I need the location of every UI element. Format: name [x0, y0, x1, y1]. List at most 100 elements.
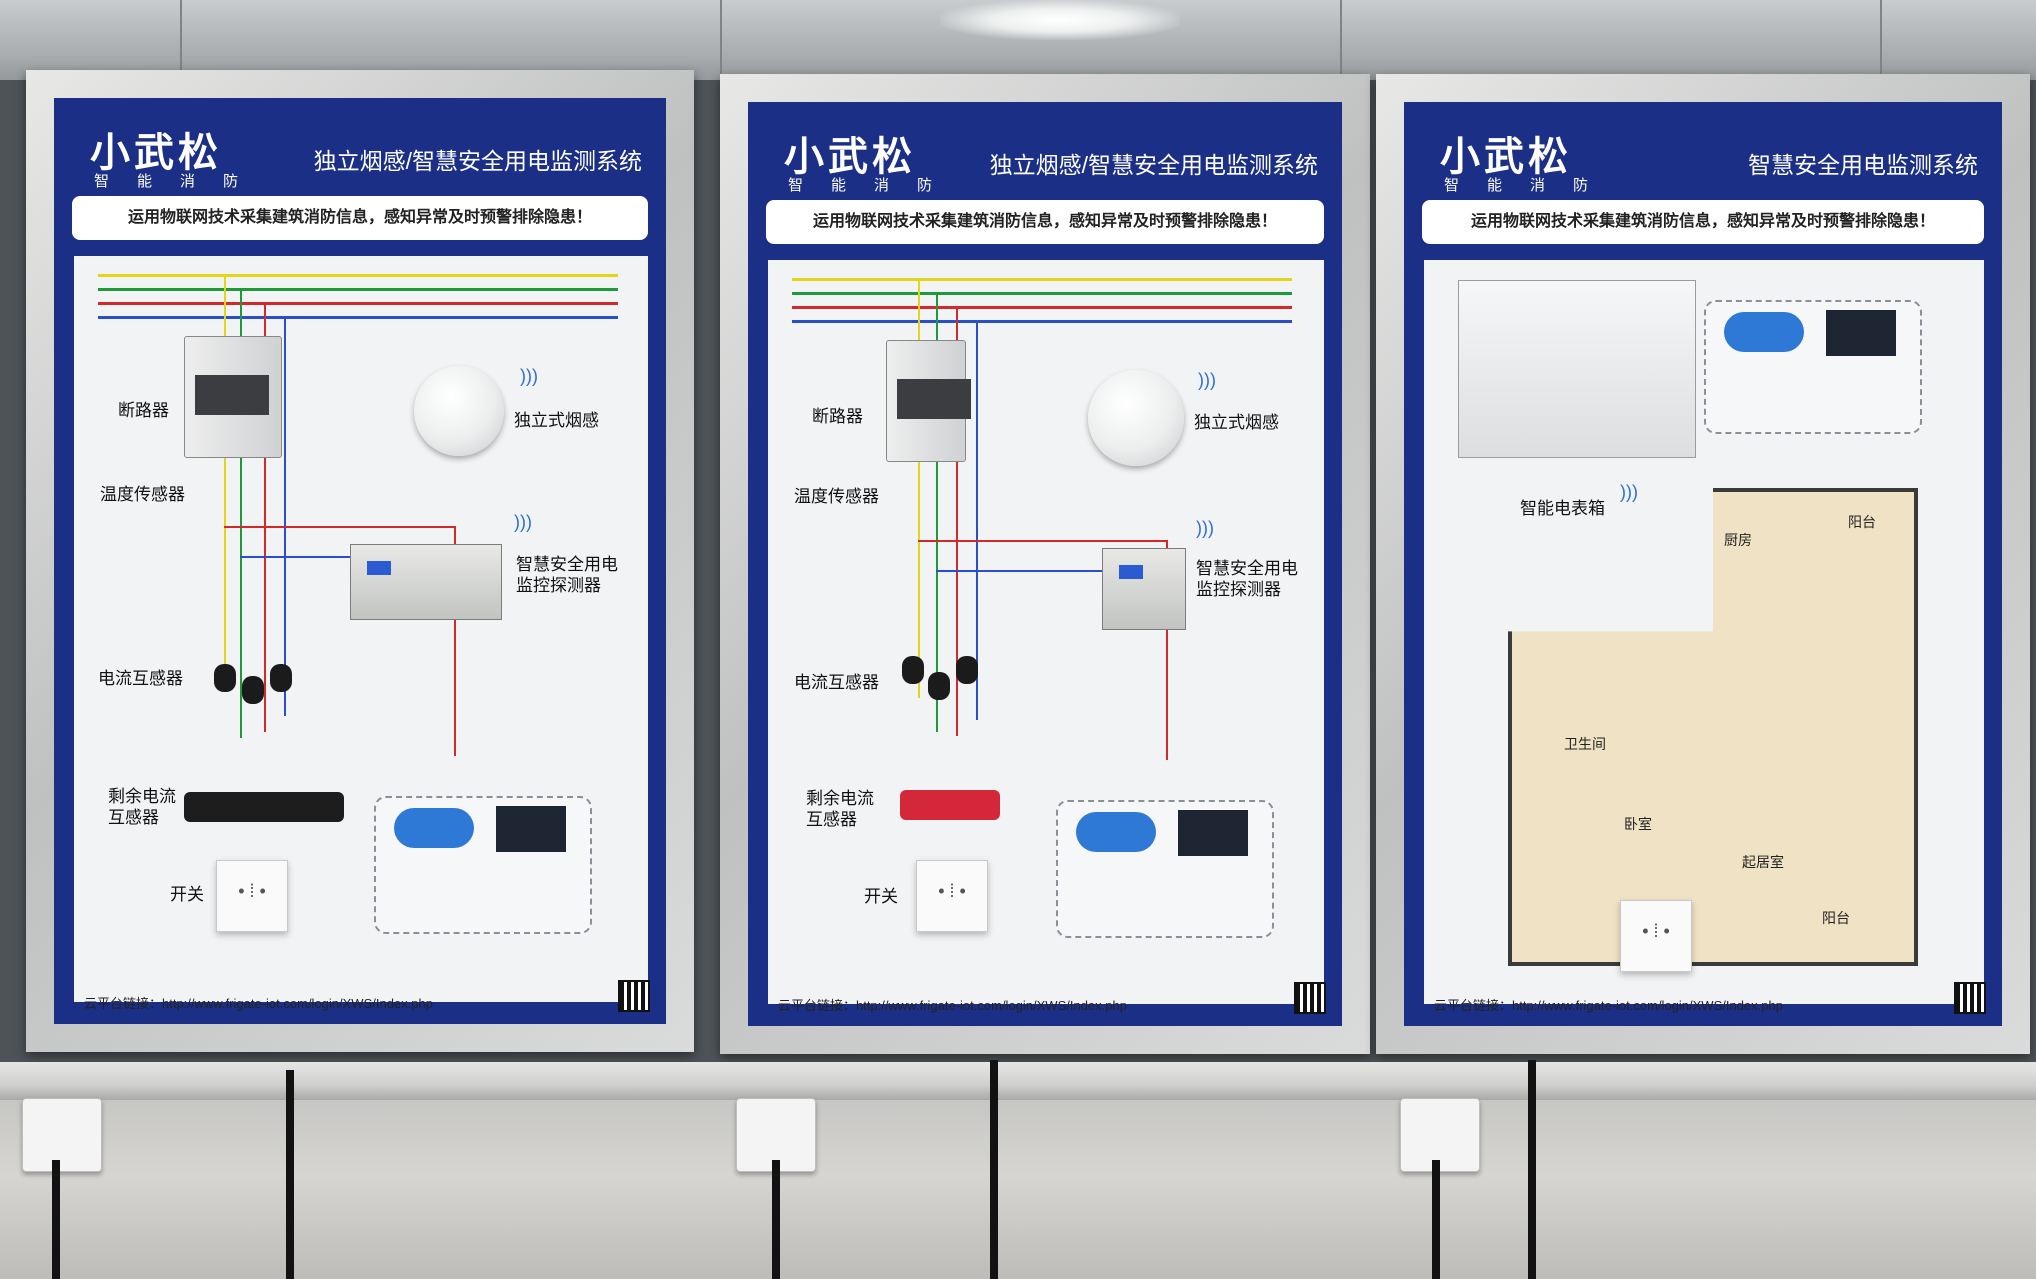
signal-wire	[936, 570, 1166, 572]
diagram-panel: 断路器 温度传感器 ))) 独立式烟感 ))) 智慧安全用电 监控探测器 电流互…	[768, 260, 1324, 1004]
blue-wire	[98, 316, 618, 319]
label-ct: 电流互感器	[794, 673, 879, 692]
green-wire	[792, 292, 1292, 295]
dashboard-thumbnail	[1826, 310, 1896, 356]
label-smoke: 独立式烟感	[1194, 413, 1279, 432]
room-label-bedroom: 卧室	[1624, 816, 1652, 832]
wall-switch	[916, 860, 988, 932]
current-transformer	[270, 664, 292, 692]
red-wire	[98, 302, 618, 305]
wireless-signal-icon: )))	[1198, 370, 1216, 390]
wireless-signal-icon: )))	[1620, 482, 1638, 502]
display-frame-3: 小武松 智能消防 智慧安全用电监测系统 运用物联网技术采集建筑消防信息，感知异常…	[1376, 74, 2030, 1054]
apartment-floor-plan	[1508, 488, 1918, 966]
diagram-panel: 断路器 温度传感器 ))) 独立式烟感 ))) 智慧安全用电 监控探测器 电流互…	[74, 256, 648, 1002]
current-transformer	[956, 656, 978, 684]
brand-subtitle: 智能消防	[1444, 177, 1617, 194]
dashboard-thumbnail	[496, 806, 566, 852]
residual-current-transformer	[900, 790, 1000, 820]
red-drop	[264, 302, 266, 732]
detector-screen	[367, 561, 391, 575]
brand-logo: 小武松	[1440, 133, 1572, 180]
wall-switch	[216, 860, 288, 932]
cloud-url: 云平台链接：http://www.frigate-iot.com/login/X…	[1434, 998, 1783, 1013]
circuit-breaker	[184, 336, 282, 458]
power-cable	[1528, 1060, 1536, 1279]
power-plug	[22, 1098, 102, 1172]
signal-drop	[1166, 540, 1168, 760]
qr-code	[1294, 982, 1326, 1014]
safety-monitor-detector	[1102, 548, 1186, 630]
room-label-bathroom: 卫生间	[1564, 736, 1606, 752]
smart-meter-box	[1458, 280, 1696, 458]
yellow-wire	[98, 274, 618, 277]
cloud-url: 云平台链接：http://www.frigate-iot.com/login/X…	[778, 998, 1127, 1013]
power-plug	[736, 1098, 816, 1172]
brand-logo: 小武松	[90, 129, 222, 176]
red-drop	[956, 306, 958, 736]
room-label-balcony: 阳台	[1822, 910, 1850, 926]
slogan-banner: 运用物联网技术采集建筑消防信息，感知异常及时预警排除隐患！	[1422, 200, 1984, 244]
label-switch: 开关	[864, 887, 898, 906]
current-transformer	[214, 664, 236, 692]
current-transformer	[902, 656, 924, 684]
display-frame-1: 小武松 智能消防 独立烟感/智慧安全用电监测系统 运用物联网技术采集建筑消防信息…	[26, 70, 694, 1052]
power-cable	[286, 1070, 294, 1279]
blue-drop	[976, 320, 978, 720]
label-detector: 智慧安全用电 监控探测器	[1196, 559, 1298, 599]
brand-subtitle: 智能消防	[788, 177, 961, 194]
green-wire	[98, 288, 618, 291]
slogan-banner: 运用物联网技术采集建筑消防信息，感知异常及时预警排除隐患！	[72, 196, 648, 240]
blue-drop	[284, 316, 286, 716]
cloud-platform-diagram	[374, 796, 592, 934]
slogan-banner: 运用物联网技术采集建筑消防信息，感知异常及时预警排除隐患！	[766, 200, 1324, 244]
safety-monitor-detector	[350, 544, 502, 620]
green-drop	[936, 292, 938, 732]
board-title: 独立烟感/智慧安全用电监测系统	[989, 152, 1318, 178]
cloud-platform-diagram	[1056, 800, 1274, 938]
ceiling-grid-line	[1340, 0, 1342, 80]
label-meter-box: 智能电表箱	[1520, 499, 1605, 518]
board-title: 独立烟感/智慧安全用电监测系统	[313, 148, 642, 174]
label-temp-sensor: 温度传感器	[794, 487, 879, 506]
qr-code	[618, 980, 650, 1012]
yellow-drop	[224, 274, 226, 684]
wireless-signal-icon: )))	[514, 512, 532, 532]
signal-wire	[224, 526, 454, 528]
qr-code	[1954, 982, 1986, 1014]
label-switch: 开关	[170, 885, 204, 904]
detector-screen	[1119, 565, 1143, 579]
dashboard-thumbnail	[1178, 810, 1248, 856]
room-label-balcony: 阳台	[1848, 514, 1876, 530]
brand-logo: 小武松	[784, 133, 916, 180]
label-smoke: 独立式烟感	[514, 411, 599, 430]
signal-wire	[240, 556, 440, 558]
cloud-platform-diagram	[1704, 300, 1922, 434]
yellow-drop	[918, 278, 920, 698]
circuit-breaker	[886, 340, 971, 462]
label-detector: 智慧安全用电 监控探测器	[516, 555, 618, 595]
label-rct: 剩余电流 互感器	[108, 787, 176, 827]
label-rct: 剩余电流 互感器	[806, 789, 874, 829]
cloud-icon	[1076, 812, 1156, 852]
smoke-detector	[414, 366, 504, 456]
display-board: 小武松 智能消防 独立烟感/智慧安全用电监测系统 运用物联网技术采集建筑消防信息…	[54, 98, 666, 1024]
smoke-detector	[1088, 370, 1184, 466]
red-wire	[792, 306, 1292, 309]
power-plug	[1400, 1098, 1480, 1172]
green-drop	[240, 288, 242, 738]
yellow-wire	[792, 278, 1292, 281]
label-breaker: 断路器	[812, 407, 863, 426]
cloud-icon	[394, 808, 474, 848]
wireless-signal-icon: )))	[1196, 518, 1214, 538]
cloud-icon	[1724, 312, 1804, 352]
cloud-url: 云平台链接：http://www.frigate-iot.com/login/X…	[84, 996, 433, 1011]
signal-drop	[454, 526, 456, 756]
signal-wire	[918, 540, 1168, 542]
current-transformer	[928, 672, 950, 700]
label-breaker: 断路器	[118, 401, 169, 420]
floor	[0, 1090, 2036, 1279]
display-board: 小武松 智能消防 智慧安全用电监测系统 运用物联网技术采集建筑消防信息，感知异常…	[1404, 102, 2002, 1026]
ceiling-grid-line	[720, 0, 722, 80]
residual-current-transformer	[184, 792, 344, 822]
